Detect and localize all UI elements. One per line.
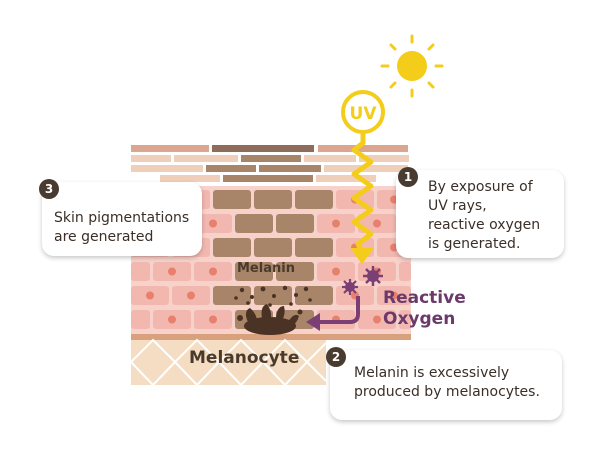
cell-nucleus <box>373 219 381 228</box>
cell-nucleus <box>209 315 217 324</box>
pigment-cell <box>235 214 273 233</box>
step-number-3: 3 <box>39 179 59 199</box>
reactive-oxygen-arrow-head <box>306 313 320 331</box>
sun-icon <box>380 34 444 98</box>
pigment-cell <box>254 190 292 209</box>
callout-1-text: By exposure of UV rays, reactive oxygen … <box>428 179 541 252</box>
cell-nucleus <box>209 267 217 276</box>
reactive-oxygen-label: Reactive Oxygen <box>383 288 466 329</box>
melanocyte-label: Melanocyte <box>189 348 300 368</box>
callout-3 <box>42 182 202 256</box>
reactive-oxygen-arrow <box>318 296 360 324</box>
skin-cell <box>399 262 411 281</box>
skin-cell <box>399 310 411 329</box>
pigment-cell <box>213 286 251 305</box>
callout-3-text: Skin pigmentations are generated <box>54 210 190 245</box>
basal-layer <box>131 334 411 340</box>
cell-nucleus <box>168 267 176 276</box>
reactive-oxygen-icons <box>342 266 383 295</box>
callout-2-text: Melanin is excessively produced by melan… <box>354 365 540 400</box>
dermis-lattice <box>130 338 327 387</box>
cell-nucleus <box>332 219 340 228</box>
uv-arrow-head <box>350 248 374 264</box>
pigment-cell <box>235 262 273 281</box>
cell-nucleus <box>209 219 217 228</box>
melanin-label: Melanin <box>237 261 295 276</box>
uv-badge <box>341 90 385 134</box>
pigment-cell <box>295 286 333 305</box>
cell-nucleus <box>332 267 340 276</box>
pigment-cell <box>295 190 333 209</box>
pigment-cell <box>276 262 314 281</box>
callout-2 <box>330 350 562 420</box>
cell-nucleus <box>146 291 154 300</box>
pigment-cell <box>276 214 314 233</box>
melanocyte-cell <box>237 304 303 335</box>
uv-ray <box>351 133 374 254</box>
pigment-cell <box>213 238 251 257</box>
pigment-cell <box>295 238 333 257</box>
pigment-cell <box>213 190 251 209</box>
cell-nucleus <box>390 291 398 300</box>
step-number-2: 2 <box>326 347 346 367</box>
cell-nucleus <box>373 315 381 324</box>
callout-1 <box>396 170 564 258</box>
skin-cell <box>131 262 150 281</box>
cell-nucleus <box>168 315 176 324</box>
pigment-cell <box>254 238 292 257</box>
skin-cell <box>131 310 150 329</box>
step-number-1: 1 <box>398 167 418 187</box>
uv-label: UV <box>350 104 378 124</box>
melanin-granules <box>234 285 312 307</box>
cell-nucleus <box>187 291 195 300</box>
